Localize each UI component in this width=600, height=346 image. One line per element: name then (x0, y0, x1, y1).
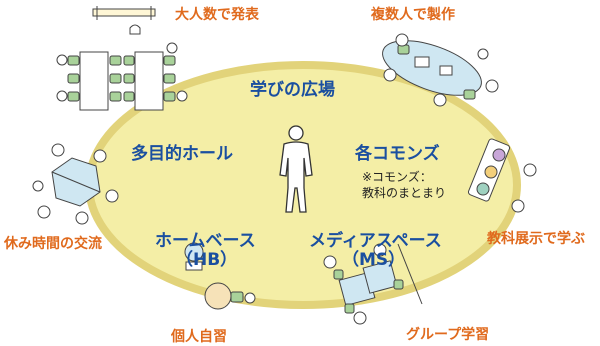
commons-label: 各コモンズ (355, 144, 440, 164)
group-production-icon (382, 33, 499, 107)
group-learning-icon (323, 243, 423, 325)
commons-note-line1: ※コモンズ： (362, 170, 432, 184)
homebase-label: ホームベース (155, 231, 256, 251)
homebase-abbr: （HB） (176, 250, 238, 270)
individual-study-label: 個人自習 (171, 329, 227, 345)
individual-study-icon (184, 242, 256, 310)
group-learning-label: グループ学習 (406, 327, 490, 343)
center-title: 学びの広場 (250, 80, 335, 100)
group-production-label: 複数人で製作 (371, 7, 455, 23)
presentation-label: 大人数で発表 (175, 7, 259, 23)
standing-person-icon (279, 125, 313, 213)
break-exchange-icon (32, 143, 119, 225)
presentation-area-icon (56, 6, 188, 111)
media-space-label: メディアスペース (309, 231, 442, 251)
commons-note-line2: 教科のまとまり (362, 186, 447, 200)
media-space-abbr: （MS） (342, 250, 406, 270)
multipurpose-hall-label: 多目的ホール (131, 144, 233, 164)
break-exchange-label: 休み時間の交流 (4, 236, 102, 252)
subject-display-icon (467, 138, 537, 213)
subject-display-label: 教科展示で学ぶ (487, 231, 585, 247)
